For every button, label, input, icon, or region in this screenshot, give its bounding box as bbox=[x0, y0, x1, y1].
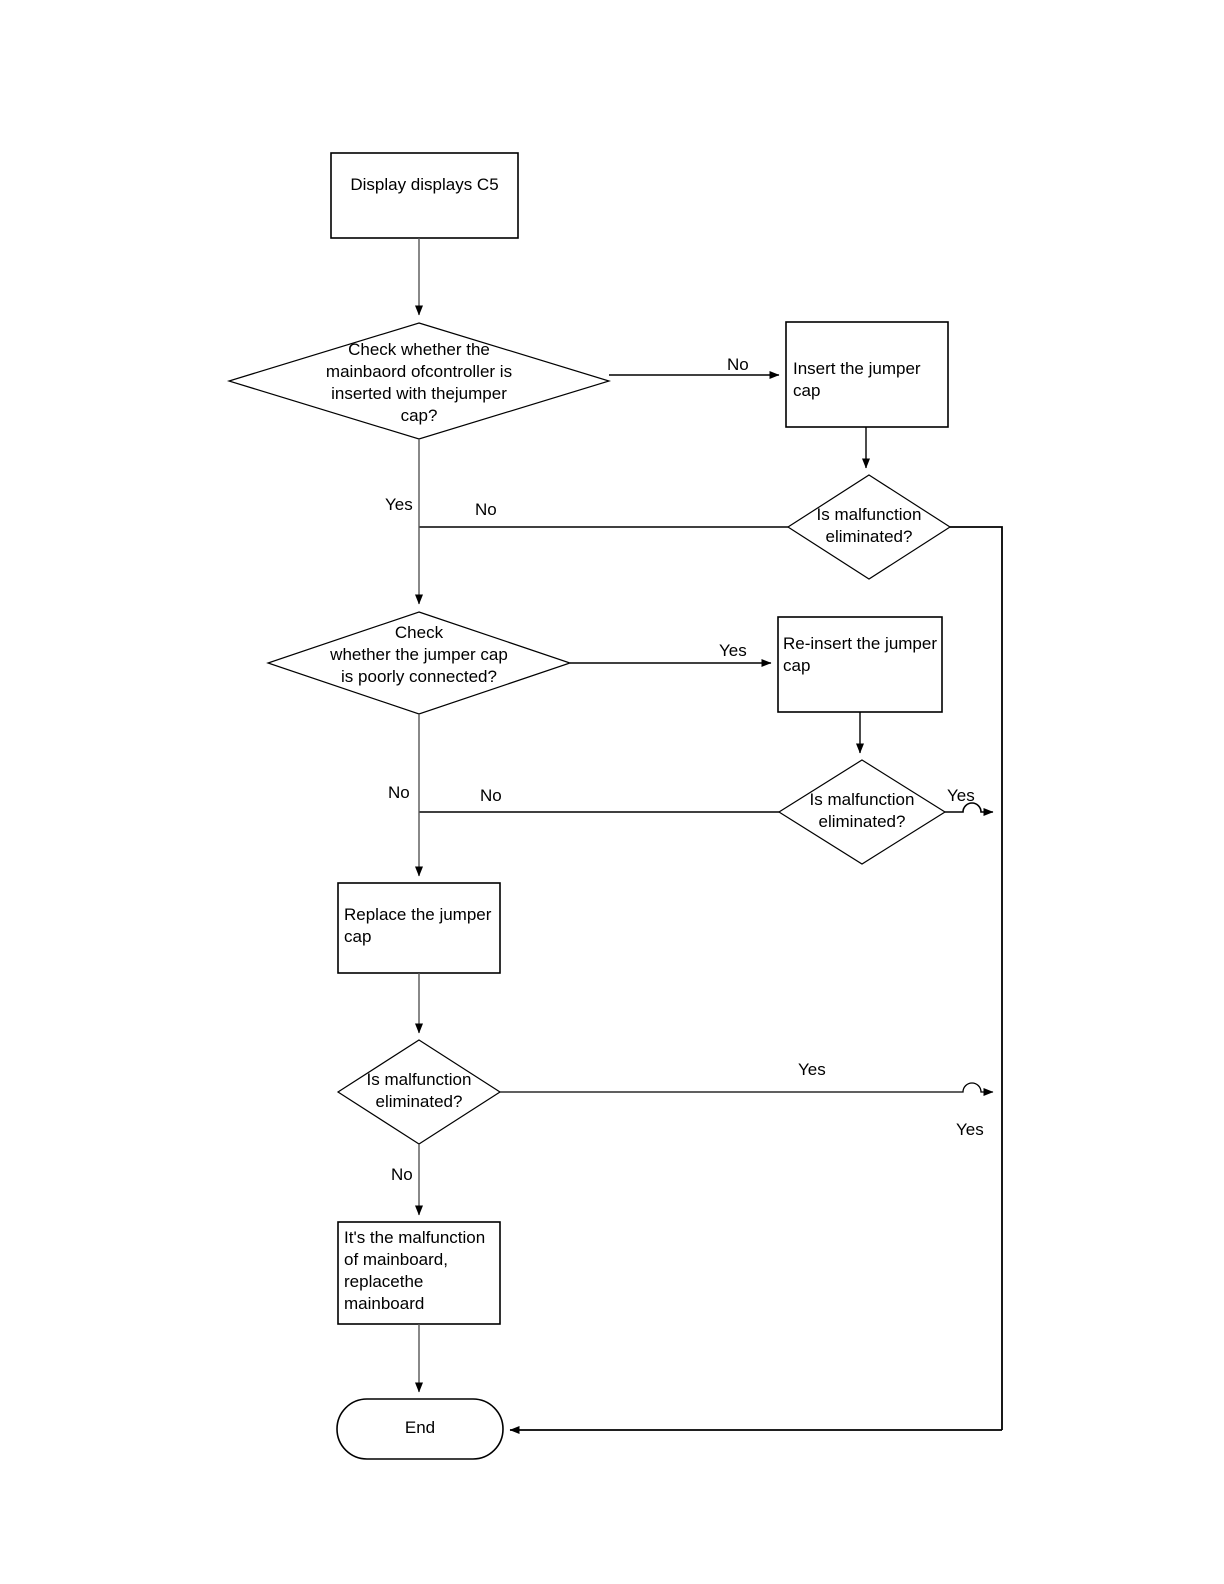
edge-malfunction2-yes-to-right-rail bbox=[945, 802, 994, 816]
edge-label-malfunction3-yes: Yes bbox=[798, 1060, 826, 1079]
replace-cap-box-shape bbox=[337, 882, 501, 974]
edge-label-poorly-yes: Yes bbox=[719, 641, 747, 660]
end-terminator-shape bbox=[336, 1398, 504, 1460]
decision-mainboard-shape bbox=[226, 322, 612, 440]
decision-poorly-connected-shape bbox=[266, 611, 572, 715]
start-box-shape bbox=[330, 152, 519, 239]
edge-malfunction1-yes-to-right-rail bbox=[950, 526, 1003, 1430]
malfunction-3-shape bbox=[336, 1039, 502, 1145]
malfunction-1-shape bbox=[786, 474, 952, 580]
edge-label-mainboard-no: No bbox=[727, 355, 749, 374]
edge-label-malfunction2-yes: Yes bbox=[947, 786, 975, 805]
edge-label-mainboard-yes: Yes bbox=[385, 495, 413, 514]
edge-malfunction3-yes-to-right-rail bbox=[500, 1082, 994, 1096]
malfunction-2-shape bbox=[777, 759, 947, 865]
edge-label-malfunction3-no: No bbox=[391, 1165, 413, 1184]
edge-label-malfunction2-no: No bbox=[480, 786, 502, 805]
insert-cap-box-shape bbox=[785, 321, 949, 428]
edge-label-poorly-no: No bbox=[388, 783, 410, 802]
edge-label-right-rail-yes: Yes bbox=[956, 1120, 984, 1139]
edge-label-malfunction1-no: No bbox=[475, 500, 497, 519]
reinsert-cap-box-shape bbox=[777, 616, 943, 713]
replace-mainboard-box-shape bbox=[337, 1221, 501, 1325]
